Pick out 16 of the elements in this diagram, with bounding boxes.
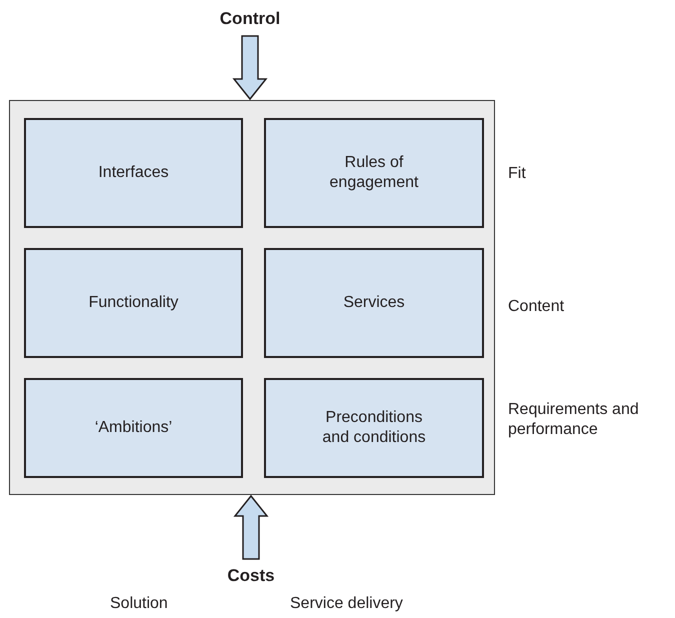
row-label: Content (508, 297, 566, 317)
frame-box (9, 100, 495, 495)
arrow-label: Control (210, 6, 290, 32)
content-box: Functionality (24, 248, 243, 358)
content-box: Services (264, 248, 484, 358)
content-box: Rules of engagement (264, 118, 484, 228)
content-box: Interfaces (24, 118, 243, 228)
content-box: Preconditions and conditions (264, 378, 484, 478)
arrow-label: Costs (216, 563, 286, 589)
row-label: Service delivery (290, 594, 404, 614)
content-box: ‘Ambitions’ (24, 378, 243, 478)
row-label: Solution (110, 594, 169, 614)
row-label: Fit (508, 164, 527, 184)
row-label: Requirements and performance (508, 400, 640, 440)
block-arrow (232, 35, 268, 100)
block-arrow (233, 494, 269, 560)
